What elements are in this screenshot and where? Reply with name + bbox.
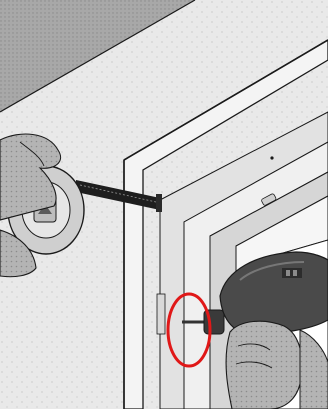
hand-right — [226, 321, 302, 409]
